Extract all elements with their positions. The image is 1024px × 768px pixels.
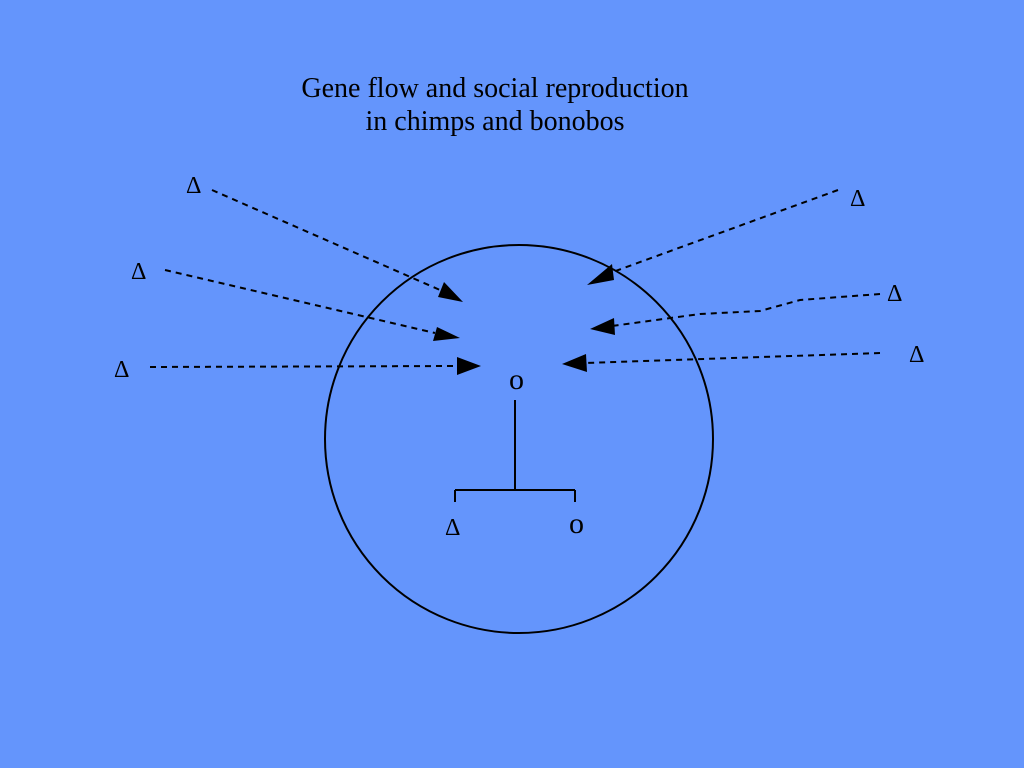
male-symbol: Δ bbox=[114, 357, 129, 383]
migration-arrow-right-1 bbox=[609, 189, 839, 274]
arrowhead-right-3 bbox=[562, 354, 587, 372]
migration-arrow-left-3 bbox=[149, 365, 456, 368]
migration-arrow-right-2 bbox=[611, 293, 881, 327]
male-symbol: Δ bbox=[850, 186, 865, 212]
male-symbol: Δ bbox=[445, 515, 460, 541]
female-symbol: o bbox=[509, 363, 524, 396]
migration-arrow-right-3 bbox=[584, 352, 881, 364]
male-symbol: Δ bbox=[131, 259, 146, 285]
title-line-2: in chimps and bonobos bbox=[365, 106, 625, 137]
migration-arrow-left-2 bbox=[164, 269, 436, 334]
arrowhead-left-3 bbox=[457, 357, 481, 375]
arrowhead-left-2 bbox=[433, 327, 460, 341]
title-line-1: Gene flow and social reproduction bbox=[301, 73, 689, 104]
female-symbol: o bbox=[569, 507, 584, 540]
male-symbol: Δ bbox=[887, 281, 902, 307]
diagram-title: Gene flow and social reproduction in chi… bbox=[0, 72, 990, 138]
migration-arrow-left-1 bbox=[211, 189, 441, 291]
arrowhead-right-1 bbox=[587, 264, 614, 285]
male-symbol: Δ bbox=[909, 342, 924, 368]
arrowhead-left-1 bbox=[438, 282, 463, 302]
community-circle bbox=[324, 244, 714, 634]
male-symbol: Δ bbox=[186, 173, 201, 199]
arrowhead-right-2 bbox=[590, 318, 615, 335]
